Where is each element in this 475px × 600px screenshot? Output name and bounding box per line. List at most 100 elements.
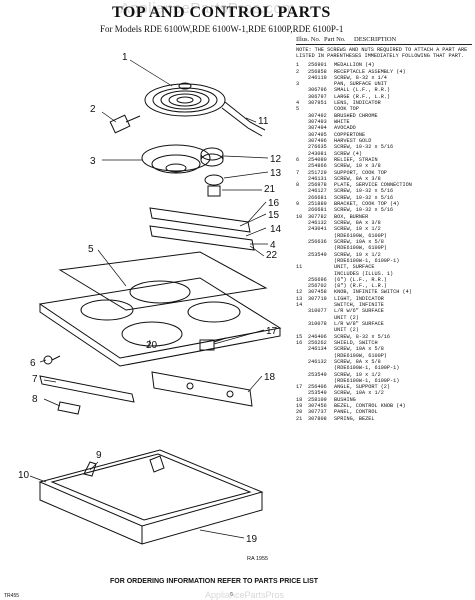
svg-text:9: 9 [96, 450, 102, 461]
drip-pan-drawing [141, 144, 211, 174]
illus-number: 8 [296, 182, 300, 189]
part-description: SCREW, 8A x 3/8 [334, 175, 381, 182]
svg-text:15: 15 [268, 210, 280, 221]
knob-drawing [200, 147, 224, 197]
models-subtitle: For Models RDE 6100W,RDE 6100W-1,RDE 610… [100, 24, 344, 34]
part-description: SCREW, 10 x 1/2 [334, 226, 381, 233]
part-description: RECEPTACLE ASSEMBLY (4) [334, 68, 406, 75]
svg-text:22: 22 [266, 250, 278, 261]
part-description: SCREW, 10 x 1/2 [334, 371, 381, 378]
svg-text:12: 12 [270, 154, 282, 165]
part-description: SWITCH, INFINITE [334, 302, 384, 309]
part-description: (RDE6100W-1, 6100P-1) [334, 257, 400, 264]
part-description: SCREW, 8-32 x 1/4 [334, 74, 387, 81]
part-number: 307737 [308, 409, 327, 416]
header-divider [296, 44, 472, 45]
svg-text:3: 3 [90, 156, 96, 167]
part-description: SCREW, 8A x 3/8 [334, 220, 381, 226]
part-description: SCREW, 10A x 5/8 [334, 346, 384, 353]
svg-text:13: 13 [270, 168, 282, 179]
part-description: COPPERTONE [334, 131, 366, 138]
illus-number: 10 [296, 213, 303, 220]
part-description: SPRING, BEZEL [334, 415, 375, 422]
part-description: SCREW (4) [334, 150, 363, 157]
part-description: KNOB, INFINITE SWITCH (4) [334, 289, 412, 296]
svg-text:18: 18 [264, 372, 276, 383]
part-description: SCREW, 8A x 5/8 [334, 358, 381, 365]
svg-text:17: 17 [266, 326, 278, 337]
table-row: (RDE6100W-1, 6100P-1) [296, 365, 472, 371]
table-row: 266681 SCREW, 10-32 x 5/16 [296, 195, 472, 201]
part-number: 276635 [308, 144, 327, 151]
illus-number: 9 [296, 201, 300, 208]
part-number: 266681 [308, 194, 327, 201]
part-number: 258109 [308, 396, 327, 403]
screw-note: NOTE: THE SCREWS AND NUTS REQUIRED TO AT… [296, 47, 468, 60]
part-number: 256978 [308, 182, 327, 189]
angle-support-drawing [199, 337, 227, 351]
part-number: 307495 [308, 131, 327, 138]
illus-number: 17 [296, 384, 303, 391]
part-description: LIGHT, INDICATOR [334, 295, 384, 302]
part-number: 246119 [308, 74, 327, 81]
part-description: SCREW, 8-32 x 5/16 [334, 333, 391, 340]
table-row: 276635 SCREW, 10-32 x 5/16 [296, 144, 472, 150]
part-number: 256262 [308, 339, 327, 346]
part-description: BRACKET, COOK TOP (4) [334, 201, 400, 208]
part-description: LENS, INDICATOR [334, 100, 381, 107]
part-number: 307782 [308, 213, 327, 220]
part-number: 251889 [308, 201, 327, 208]
part-number: 256901 [308, 62, 327, 69]
part-description: SCREW, 10A x 5/8 [334, 238, 384, 245]
table-row: 256702(8") (R.F., L.R.) [296, 283, 472, 289]
illus-number: 15 [296, 333, 303, 340]
part-number: 307456 [308, 403, 327, 410]
part-description: (RDE6100W, 6100P) [334, 245, 387, 252]
part-number: 256406 [308, 384, 327, 391]
part-description: BUSHING [334, 396, 356, 403]
part-number: 307494 [308, 125, 327, 132]
svg-text:6: 6 [30, 358, 36, 369]
part-description: SCREW, 10-32 x 5/16 [334, 144, 394, 151]
part-description: ANGLE, SUPPORT (2) [334, 384, 391, 391]
switch-shield-drawing [149, 207, 255, 251]
part-number: 246132 [308, 220, 327, 226]
part-description: (8") (R.F., L.R.) [334, 283, 387, 290]
part-number: 246131 [308, 175, 327, 182]
illus-number: 1 [296, 62, 300, 69]
part-description: SCREW, 10-32 x 5/16 [334, 194, 394, 201]
part-number: 243041 [308, 226, 327, 233]
leader-lines [29, 59, 269, 539]
part-description: SCREW, 10 x 1/2 [334, 251, 381, 258]
receptacle-drawing [109, 114, 141, 134]
illus-no-header: Illus. No. [296, 36, 321, 43]
cook-top-drawing [38, 251, 282, 367]
part-number: 307719 [308, 295, 327, 302]
part-number: 307492 [308, 112, 327, 119]
part-no-header: Part No. [324, 36, 346, 43]
table-row: (RDE6100W-1, 6100P-1) [296, 258, 472, 264]
part-number: 254080 [308, 156, 327, 163]
part-description: (RDE6100W, 6100P) [334, 232, 387, 239]
parts-list-header: Illus. No. Part No. DESCRIPTION [296, 36, 472, 43]
svg-text:19: 19 [246, 534, 258, 545]
part-description: SCREW, 10 x 3/8 [334, 163, 381, 170]
